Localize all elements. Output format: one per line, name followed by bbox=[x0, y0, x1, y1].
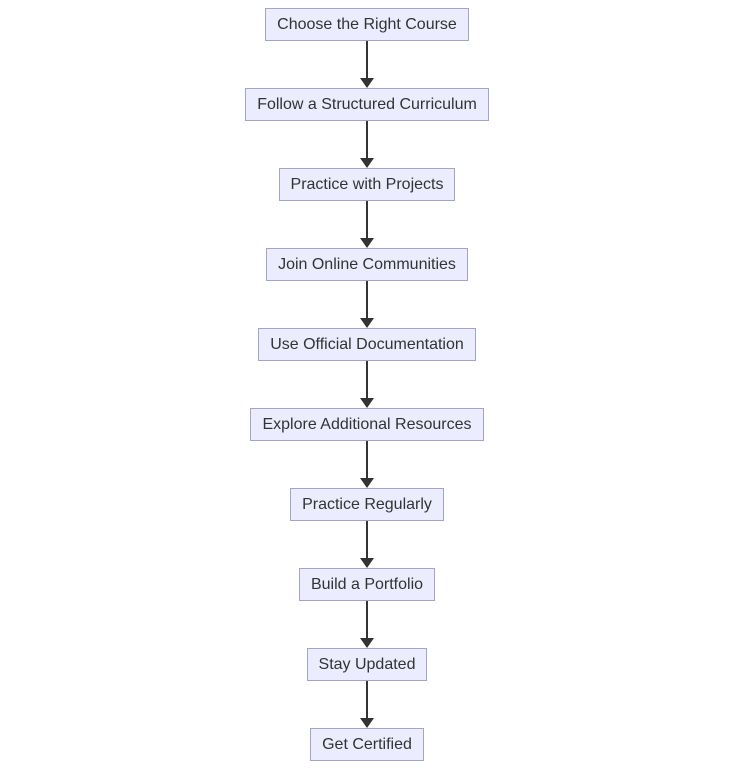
arrow-line bbox=[366, 121, 368, 158]
arrow-head-icon bbox=[360, 718, 374, 728]
arrow-down-icon bbox=[360, 361, 374, 408]
arrow-down-icon bbox=[360, 681, 374, 728]
arrow-down-icon bbox=[360, 41, 374, 88]
flow-node-structured-curriculum: Follow a Structured Curriculum bbox=[245, 88, 489, 121]
arrow-head-icon bbox=[360, 238, 374, 248]
flow-node-additional-resources: Explore Additional Resources bbox=[250, 408, 484, 441]
arrow-head-icon bbox=[360, 158, 374, 168]
flow-node-build-portfolio: Build a Portfolio bbox=[298, 568, 436, 601]
arrow-line bbox=[366, 441, 368, 478]
flow-node-practice-regularly: Practice Regularly bbox=[290, 488, 444, 521]
arrow-head-icon bbox=[360, 478, 374, 488]
flow-node-choose-course: Choose the Right Course bbox=[265, 8, 469, 41]
flow-node-practice-projects: Practice with Projects bbox=[278, 168, 456, 201]
arrow-line bbox=[366, 281, 368, 318]
arrow-line bbox=[366, 41, 368, 78]
arrow-line bbox=[366, 681, 368, 718]
arrow-line bbox=[366, 601, 368, 638]
arrow-down-icon bbox=[360, 201, 374, 248]
arrow-head-icon bbox=[360, 318, 374, 328]
arrow-line bbox=[366, 361, 368, 398]
arrow-line bbox=[366, 521, 368, 558]
arrow-down-icon bbox=[360, 441, 374, 488]
arrow-down-icon bbox=[360, 521, 374, 568]
arrow-head-icon bbox=[360, 398, 374, 408]
flow-node-official-documentation: Use Official Documentation bbox=[258, 328, 476, 361]
flow-node-get-certified: Get Certified bbox=[310, 728, 424, 761]
flow-node-stay-updated: Stay Updated bbox=[306, 648, 428, 681]
arrow-head-icon bbox=[360, 638, 374, 648]
arrow-down-icon bbox=[360, 601, 374, 648]
arrow-head-icon bbox=[360, 78, 374, 88]
flow-node-online-communities: Join Online Communities bbox=[266, 248, 468, 281]
flowchart: Choose the Right Course Follow a Structu… bbox=[0, 8, 734, 761]
arrow-line bbox=[366, 201, 368, 238]
arrow-down-icon bbox=[360, 121, 374, 168]
arrow-head-icon bbox=[360, 558, 374, 568]
arrow-down-icon bbox=[360, 281, 374, 328]
